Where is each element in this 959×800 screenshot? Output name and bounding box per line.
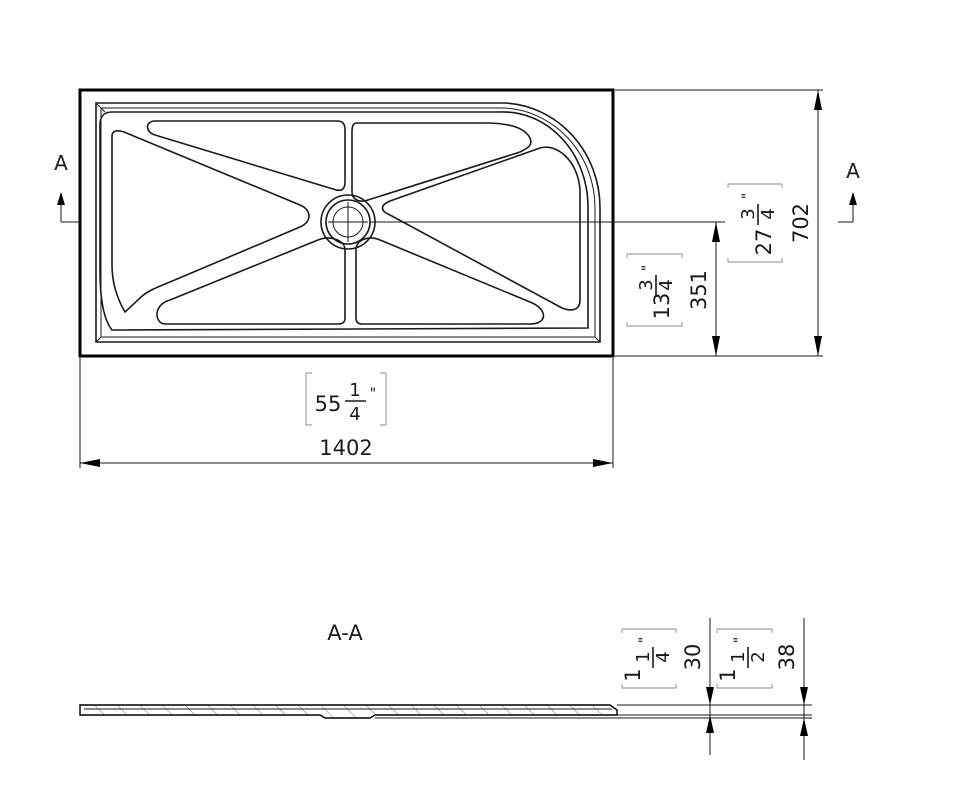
width-mm-label: 1402 — [319, 436, 372, 460]
drain-offset-mm-label: 351 — [687, 270, 711, 310]
dimension-length: 702 27 3 4 " — [615, 89, 823, 357]
basin-segment-right — [381, 146, 581, 311]
dimension-width: 55 1 4 " 1402 — [79, 358, 614, 468]
length-inch-denominator: 4 — [758, 208, 779, 219]
basin-segment-bottom-right — [355, 237, 545, 325]
section-marker-left-label: A — [54, 151, 68, 175]
tray-inner-rim — [95, 102, 601, 343]
basin-segment-bottom-left — [156, 237, 346, 325]
tray-height-inch-denominator: 4 — [653, 651, 674, 662]
tray-height-inch-mark: " — [637, 637, 653, 643]
drain-height-mm-label: 38 — [775, 644, 799, 671]
tray-height-inch-numerator: 1 — [633, 651, 654, 662]
basin-segment-left — [111, 130, 310, 314]
drain-offset-inch-mark: " — [640, 265, 656, 271]
dimension-drain-height: 38 1 1 2 " — [375, 618, 812, 760]
drain-height-inch-whole: 1 — [716, 668, 740, 681]
drain-offset-inch-whole: 13 — [650, 293, 674, 320]
tray-basin — [99, 111, 589, 331]
section-profile — [79, 704, 618, 719]
drain-height-inch-mark: " — [732, 637, 748, 643]
width-inch-numerator: 1 — [349, 380, 360, 401]
section-marker-right-label: A — [846, 159, 860, 183]
tray-inner-rim-2 — [100, 107, 596, 338]
dimension-drain-offset: 351 13 3 4 " — [626, 222, 720, 356]
basin-segment-top-left — [146, 120, 346, 192]
section-view — [79, 704, 618, 719]
section-marker-right: A — [838, 159, 860, 223]
dimension-tray-height: 30 1 1 4 " — [617, 618, 812, 755]
basin-segment-top-right — [351, 122, 532, 202]
tray-height-inch-whole: 1 — [621, 668, 645, 681]
width-inch-mark: " — [370, 386, 376, 402]
tray-height-mm-label: 30 — [681, 644, 705, 671]
width-inch-whole: 55 — [315, 392, 342, 416]
drain-height-inch-denominator: 2 — [748, 651, 769, 662]
length-inch-mark: " — [740, 193, 756, 199]
width-inch-denominator: 4 — [349, 404, 360, 425]
drain-offset-inch-numerator: 3 — [636, 279, 657, 290]
drain-height-inch-numerator: 1 — [728, 651, 749, 662]
section-title: A-A — [327, 621, 363, 645]
plan-view — [78, 88, 615, 358]
length-inch-whole: 27 — [752, 229, 776, 256]
length-inch-numerator: 3 — [738, 208, 759, 219]
tray-basin-edge — [95, 102, 601, 343]
length-mm-label: 702 — [789, 203, 813, 243]
tray-outline — [78, 88, 615, 358]
drain-offset-inch-denominator: 4 — [656, 279, 677, 290]
section-marker-left: A — [54, 151, 80, 223]
